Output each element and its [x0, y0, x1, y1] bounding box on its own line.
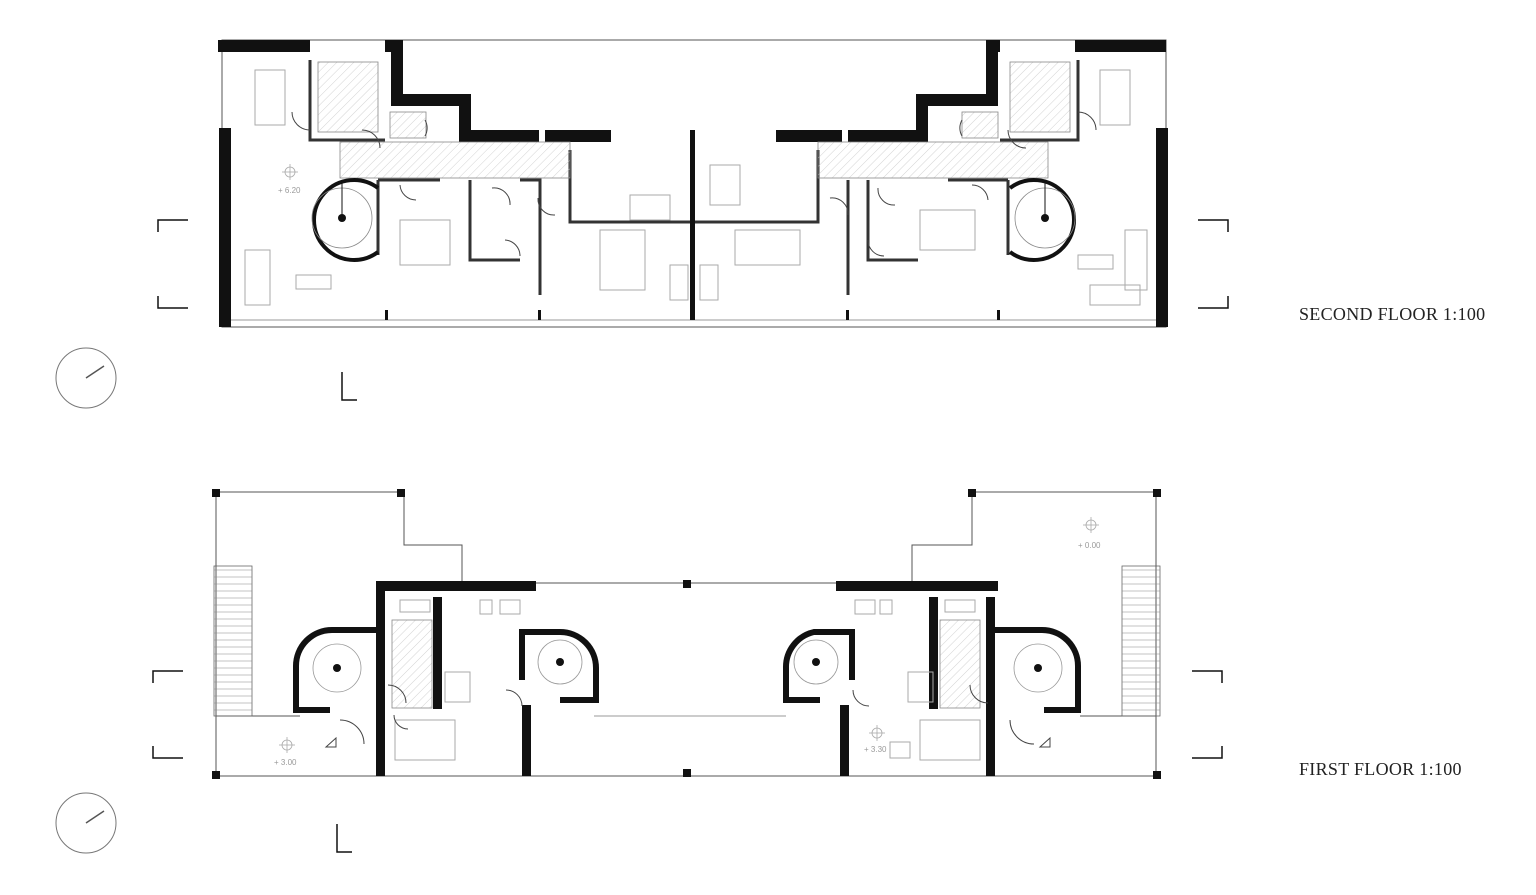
- first-floor-doors: [339, 684, 1035, 745]
- second-floor-furniture: [244, 69, 1148, 306]
- elevation-label: + 3.00: [274, 758, 297, 767]
- elevation-label: + 0.00: [1078, 541, 1101, 550]
- first-floor-hatched-areas: [391, 619, 981, 709]
- elevation-marker-icon: [282, 164, 298, 180]
- second-floor-doors: [291, 111, 1097, 257]
- second-floor-window-posts: [385, 310, 1000, 320]
- first-floor-outline: [215, 491, 1157, 777]
- first-floor-plan: + 3.00 + 3.30 + 0.00: [152, 489, 1223, 853]
- direction-arrow-icon: [324, 736, 1051, 748]
- second-floor-plan: + 6.20: [157, 39, 1229, 401]
- section-marker-icon: [152, 670, 1223, 853]
- stair-treads: [214, 569, 1160, 711]
- second-floor-walls: [218, 40, 1168, 327]
- spiral-stair-centers: [312, 639, 1063, 693]
- elevation-marker-icon: [279, 517, 1099, 753]
- section-marker-icon: [157, 219, 1229, 401]
- spiral-stair-icon: [1008, 178, 1076, 262]
- straight-stair-icon: [213, 565, 1161, 717]
- elevation-label: + 6.20: [278, 186, 301, 195]
- second-floor-title: SECOND FLOOR 1:100: [1299, 304, 1486, 324]
- first-floor-furniture: [394, 599, 981, 761]
- north-arrow-icon: [55, 347, 117, 409]
- second-floor-corridor: [317, 61, 1071, 179]
- spiral-stair-icon: [293, 627, 1081, 713]
- elevation-label: + 3.30: [864, 745, 887, 754]
- first-floor-title: FIRST FLOOR 1:100: [1299, 759, 1462, 779]
- north-arrow-icon: [55, 792, 117, 854]
- first-floor-columns: [212, 489, 1161, 779]
- spiral-stair-icon: [311, 178, 380, 262]
- first-floor-walls: [376, 581, 998, 776]
